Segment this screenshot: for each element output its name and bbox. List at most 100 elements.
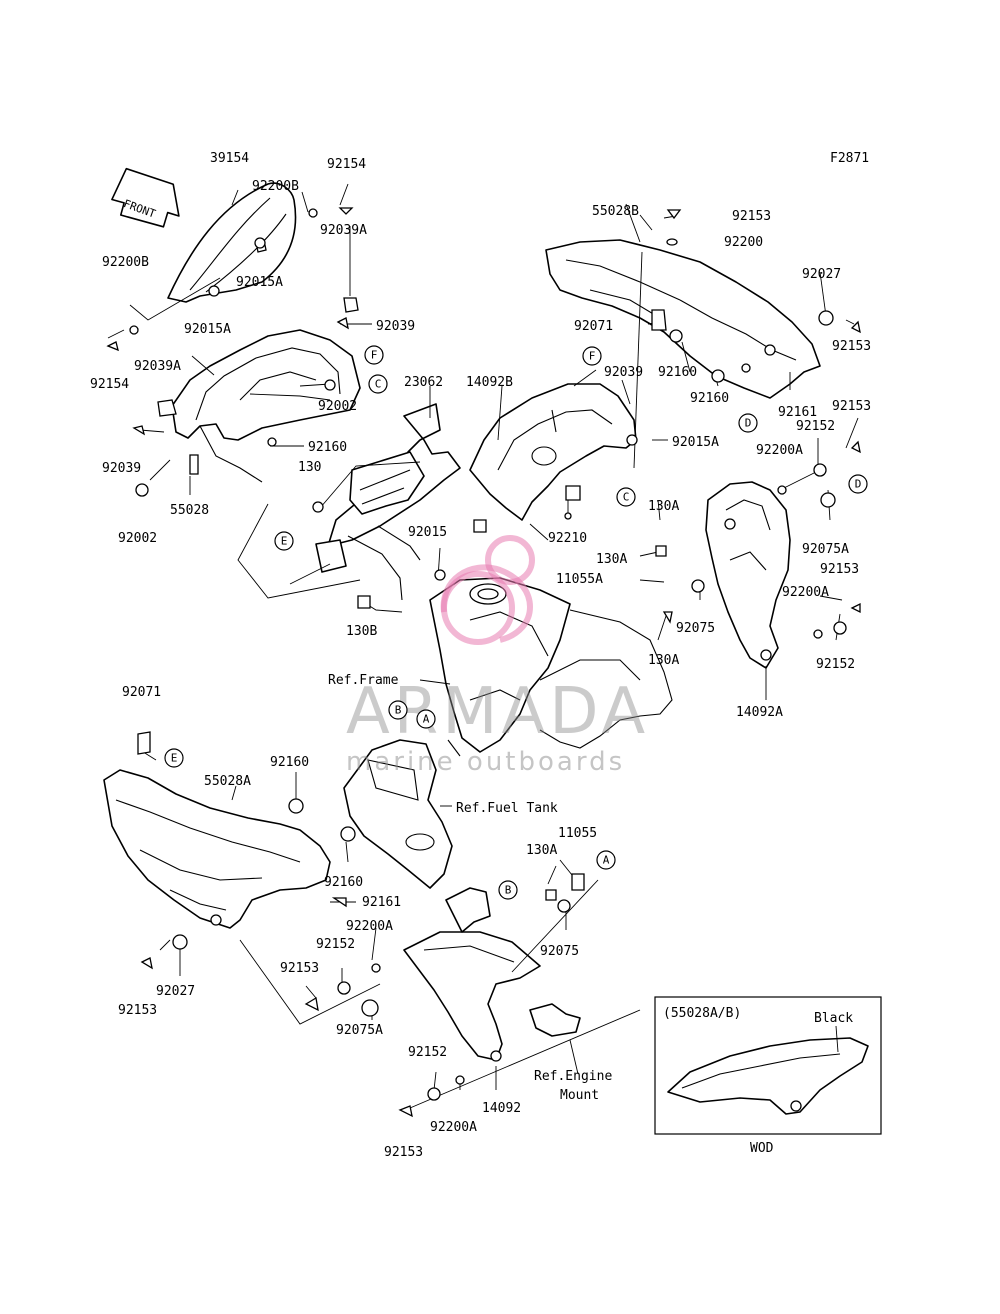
part-label: 92075A: [336, 1023, 383, 1038]
callout-letter: E: [281, 535, 288, 548]
part-label: 92153: [118, 1003, 157, 1018]
callout-circle: [498, 880, 518, 900]
part-label: Ref.Frame: [328, 673, 399, 688]
figure-code: F2871: [830, 151, 869, 166]
part-label: 92152: [316, 937, 355, 952]
part-label: 39154: [210, 151, 249, 166]
callout-letter: C: [375, 378, 382, 391]
callout-letter: C: [623, 491, 630, 504]
part-label: 92015A: [672, 435, 719, 450]
part-label: 92161: [362, 895, 401, 910]
callout-letter: F: [371, 349, 378, 362]
callout-circle: [274, 531, 294, 551]
part-label: 14092A: [736, 705, 783, 720]
callout-letter: A: [603, 854, 610, 867]
part-label: 92160: [324, 875, 363, 890]
windshield-part: [167, 182, 297, 303]
front-arrow-icon: FRONT: [111, 167, 180, 228]
part-label: 130B: [346, 624, 377, 639]
callout-letter: B: [505, 884, 512, 897]
part-label: 55028: [170, 503, 209, 518]
part-label: 92153: [384, 1145, 423, 1160]
part-label: 130A: [648, 499, 679, 514]
inset-color-note: Black: [814, 1011, 853, 1026]
part-labels: 39154 92154 92200B 92200B 92015A 92015A …: [90, 151, 871, 1160]
lower-panel-14092-part: [403, 887, 581, 1062]
part-label: 92153: [820, 562, 859, 577]
part-label: 92200A: [782, 585, 829, 600]
part-label: 92039: [102, 461, 141, 476]
watermark-tagline: marine outboards: [346, 747, 625, 777]
upper-inner-cowl-part: [171, 329, 361, 483]
part-label: 92200B: [102, 255, 149, 270]
part-label: 14092: [482, 1101, 521, 1116]
callout-letter: D: [745, 417, 752, 430]
callout-circle: [364, 345, 384, 365]
callout-circle: [738, 413, 758, 433]
part-label: 92027: [156, 984, 195, 999]
inset-title: (55028A/B): [663, 1006, 741, 1021]
lower-cowl-55028a-part: [103, 769, 331, 929]
inset-color-variant: [654, 996, 882, 1135]
part-label: 92071: [574, 319, 613, 334]
callout-circle: [416, 709, 436, 729]
fuel-tank-shroud-part: [343, 739, 453, 889]
part-label: 11055: [558, 826, 597, 841]
part-label: 92153: [832, 339, 871, 354]
inner-panel-14092b-part: [469, 383, 637, 521]
part-label: 92152: [816, 657, 855, 672]
hardware-fasteners: [106, 207, 861, 1118]
part-label: 92039A: [320, 223, 367, 238]
part-label: 130A: [526, 843, 557, 858]
part-label: 92160: [308, 440, 347, 455]
part-label: 92039: [604, 365, 643, 380]
callout-circle: [848, 474, 868, 494]
inset-caption: WOD: [750, 1141, 774, 1156]
part-label: 92200A: [756, 443, 803, 458]
part-label: 92075: [540, 944, 579, 959]
part-label: 92152: [796, 419, 835, 434]
callout-circle: [596, 850, 616, 870]
part-label: 11055A: [556, 572, 603, 587]
part-label: 92153: [732, 209, 771, 224]
callout-letter: E: [171, 752, 178, 765]
part-label: 92039: [376, 319, 415, 334]
part-label: 92071: [122, 685, 161, 700]
part-label: 92160: [690, 391, 729, 406]
callout-circle: [582, 346, 602, 366]
part-label: 23062: [404, 375, 443, 390]
part-label: Mount: [560, 1088, 599, 1103]
part-label: 92160: [270, 755, 309, 770]
part-label: 92002: [318, 399, 357, 414]
callout-circle: [164, 748, 184, 768]
part-label: 130: [298, 460, 321, 475]
part-label: 92015A: [236, 275, 283, 290]
part-label: 92153: [280, 961, 319, 976]
upper-bracket-part: [315, 403, 461, 601]
part-label: 92154: [327, 157, 366, 172]
part-label: 92210: [548, 531, 587, 546]
side-panel-14092a-part: [705, 481, 791, 669]
callout-circle: [388, 700, 408, 720]
callout-markers: F C F C D D E E B A A B: [164, 345, 868, 900]
part-label: 92152: [408, 1045, 447, 1060]
callout-letter: F: [589, 350, 596, 363]
part-label: 130A: [648, 653, 679, 668]
callout-circle: [616, 487, 636, 507]
part-label: 55028B: [592, 204, 639, 219]
part-label: 92153: [832, 399, 871, 414]
callout-circle: [368, 374, 388, 394]
part-label: 92161: [778, 405, 817, 420]
part-label: 92075: [676, 621, 715, 636]
part-label: 92075A: [802, 542, 849, 557]
part-label: 92200A: [430, 1120, 477, 1135]
part-label: 92200: [724, 235, 763, 250]
callout-letter: A: [423, 713, 430, 726]
part-label: 92027: [802, 267, 841, 282]
part-label: 92015: [408, 525, 447, 540]
part-label: 92160: [658, 365, 697, 380]
part-label: 130A: [596, 552, 627, 567]
part-label: Ref.Engine: [534, 1069, 612, 1084]
